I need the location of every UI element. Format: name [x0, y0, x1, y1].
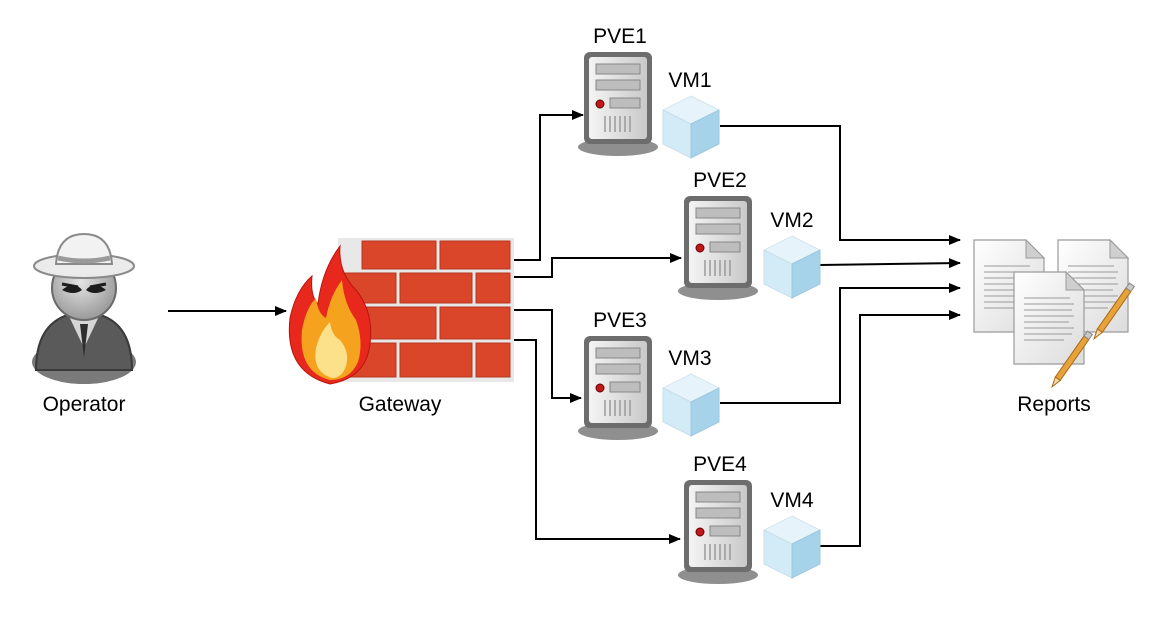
edge-vm1-reports: [720, 125, 961, 245]
pve3-label: PVE3: [593, 309, 647, 332]
pve1-server-icon: [577, 51, 659, 157]
documents-icon: [973, 239, 1135, 390]
pve4-server-icon: [677, 479, 759, 585]
vm3-cube-icon: [662, 373, 720, 437]
pve2-label: PVE2: [693, 169, 747, 192]
vm1-cube-icon: [662, 95, 720, 159]
operator-label: Operator: [42, 393, 126, 416]
edge-vm4-reports: [820, 310, 961, 547]
edge-vm3-reports: [720, 283, 961, 404]
pve1-label: PVE1: [593, 25, 647, 48]
reports-label: Reports: [1017, 393, 1091, 416]
vm4-label: VM4: [770, 489, 814, 512]
edge-gateway-pve4: [512, 339, 681, 544]
vm3-label: VM3: [668, 347, 712, 370]
edges: [168, 110, 961, 547]
pve4-label: PVE4: [693, 453, 747, 476]
edge-gateway-pve3: [512, 309, 582, 403]
firewall-icon: [288, 238, 514, 385]
edge-gateway-pve2: [512, 253, 682, 278]
pve3-server-icon: [577, 335, 659, 441]
edge-vm2-reports: [819, 258, 961, 269]
edge-gateway-pve1: [512, 110, 584, 261]
spy-user-icon: [32, 232, 136, 384]
vm2-cube-icon: [763, 235, 821, 299]
vm1-label: VM1: [668, 69, 712, 92]
gateway-label: Gateway: [358, 393, 442, 416]
vm4-cube-icon: [763, 515, 821, 579]
vm2-label: VM2: [770, 209, 814, 232]
pve2-server-icon: [677, 195, 759, 301]
